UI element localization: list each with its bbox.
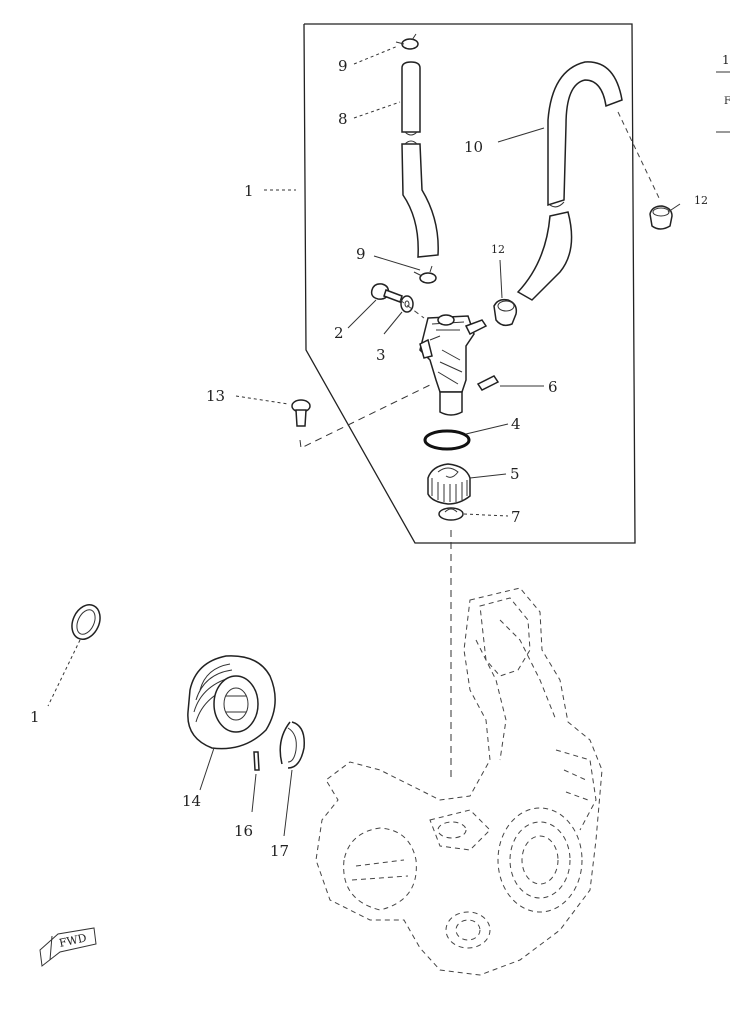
callout-14: 14 (182, 792, 201, 810)
callout-12-center: 12 (491, 243, 505, 256)
callout-12-right: 12 (694, 194, 708, 207)
callout-13: 13 (206, 387, 225, 405)
oil-seal-11 (71, 604, 101, 640)
crankcase-outline (315, 587, 603, 976)
fwd-label: FWD (58, 931, 88, 950)
oil-pump-body (419, 314, 488, 416)
hose-clamp-12-center (493, 298, 518, 327)
forward-direction-icon: FWD (39, 927, 97, 967)
o-ring-4 (423, 429, 471, 451)
shaft-7 (438, 507, 464, 521)
callout-11: 1 (30, 708, 40, 726)
washer-3 (400, 295, 414, 313)
callout-4: 4 (511, 415, 521, 433)
callout-5: 5 (510, 465, 520, 483)
hose-8 (401, 61, 439, 258)
callout-2: 2 (334, 324, 344, 342)
callout-17: 17 (270, 842, 289, 860)
pin-16 (253, 751, 260, 771)
hose-clip-9-top (395, 33, 419, 50)
callout-6: 6 (548, 378, 558, 396)
gear-5 (427, 463, 471, 505)
callout-9-lower: 9 (356, 245, 366, 263)
callout-16: 16 (234, 822, 253, 840)
bolt-2 (370, 283, 403, 303)
callout-7: 7 (511, 508, 521, 526)
hose-clip-9-lower (413, 265, 437, 284)
hose-clamp-12-right (649, 205, 673, 230)
callout-10: 10 (464, 138, 483, 156)
pulley-gear-14 (187, 655, 276, 750)
hose-10 (516, 61, 623, 301)
circlip-17 (279, 721, 305, 769)
callout-1: 1 (244, 182, 254, 200)
screw-13 (291, 399, 311, 427)
callout-3: 3 (376, 346, 386, 364)
callout-9-top: 9 (338, 57, 348, 75)
edge-mark-f: F (724, 96, 730, 107)
callout-8: 8 (338, 110, 348, 128)
edge-mark-1: 1 (722, 53, 730, 67)
assembly-frame (303, 23, 636, 544)
pin-6 (476, 375, 500, 391)
